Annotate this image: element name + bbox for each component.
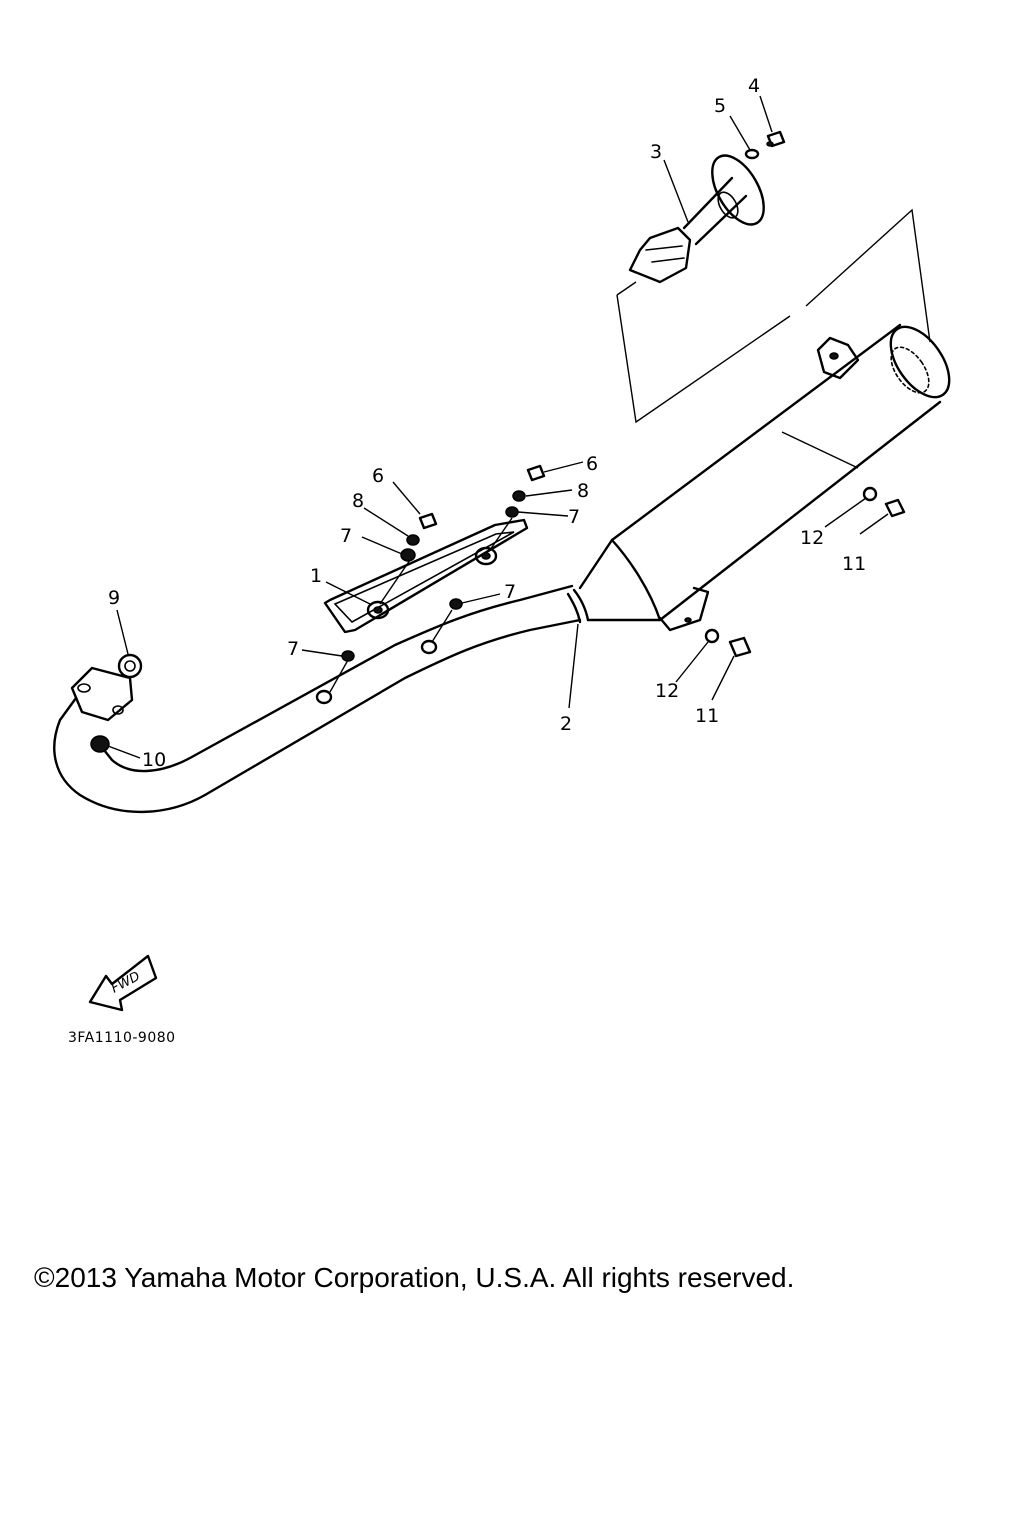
callout-7-upper-right: 7 bbox=[568, 506, 580, 528]
callout-7-upper-left: 7 bbox=[340, 525, 352, 547]
callout-7-middle: 7 bbox=[504, 581, 516, 603]
callout-8-right: 8 bbox=[577, 480, 589, 502]
callout-3: 3 bbox=[650, 141, 662, 163]
callout-12-lower: 12 bbox=[655, 680, 679, 702]
forward-direction-arrow: FWD bbox=[88, 954, 158, 1012]
exploded-view-frame bbox=[616, 208, 931, 469]
callout-10: 10 bbox=[142, 749, 166, 771]
callout-8-left: 8 bbox=[352, 490, 364, 512]
diagram-reference-code: 3FA1110-9080 bbox=[68, 1030, 176, 1046]
fasteners bbox=[90, 130, 906, 753]
callout-11-right: 11 bbox=[842, 553, 866, 575]
spark-arrester bbox=[628, 154, 765, 284]
callout-11-lower: 11 bbox=[695, 705, 719, 727]
callout-1: 1 bbox=[310, 565, 322, 587]
callout-6-right: 6 bbox=[586, 453, 598, 475]
callout-12-right: 12 bbox=[800, 527, 824, 549]
heat-protector bbox=[323, 518, 529, 634]
callout-6-left: 6 bbox=[372, 465, 384, 487]
callout-9: 9 bbox=[108, 587, 120, 609]
callout-labels: 1 2 3 4 5 6 6 7 7 7 7 8 8 9 10 11 11 12 … bbox=[108, 75, 866, 771]
exhaust-pipe bbox=[53, 584, 590, 814]
callout-2: 2 bbox=[560, 713, 572, 735]
callout-5: 5 bbox=[714, 95, 726, 117]
callout-7-lower-left: 7 bbox=[287, 638, 299, 660]
muffler bbox=[578, 323, 951, 632]
callout-4: 4 bbox=[748, 75, 760, 97]
exhaust-parts-diagram: 1 2 3 4 5 6 6 7 7 7 7 8 8 9 10 11 11 12 … bbox=[53, 75, 951, 1012]
leader-lines bbox=[107, 95, 889, 759]
copyright-notice: ©2013 Yamaha Motor Corporation, U.S.A. A… bbox=[34, 1262, 795, 1293]
